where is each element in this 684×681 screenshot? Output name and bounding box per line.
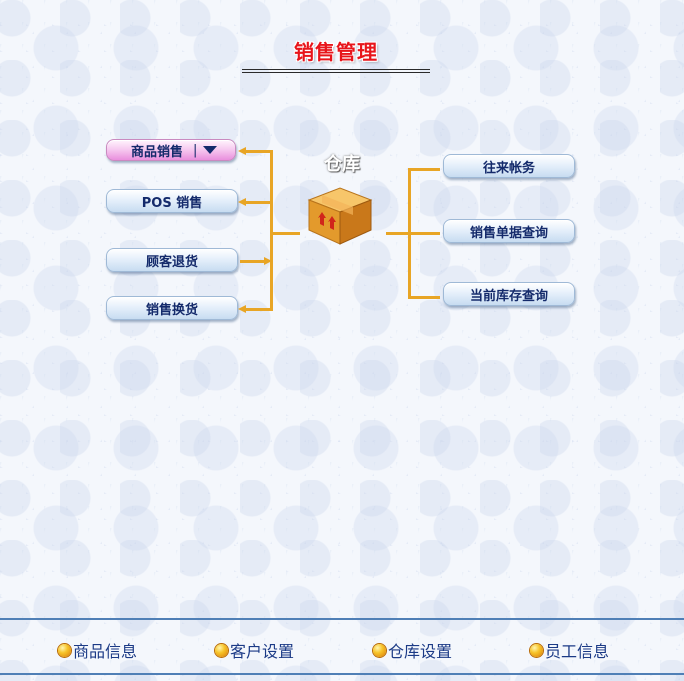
title-underline xyxy=(242,69,430,70)
connector-branch xyxy=(246,308,273,311)
dropdown-arrow-icon[interactable] xyxy=(203,146,218,154)
product-sales-button[interactable]: 商品销售 | xyxy=(106,139,236,161)
inventory-query-button[interactable]: 当前库存查询 xyxy=(443,282,575,306)
connector-branch xyxy=(408,232,440,235)
pos-sales-label: POS 销售 xyxy=(141,195,203,211)
sales-document-query-button[interactable]: 销售单据查询 xyxy=(443,219,575,243)
footer-label: 仓库设置 xyxy=(388,642,453,661)
sales-exchange-label: 销售换货 xyxy=(145,302,198,318)
orb-bullet-icon xyxy=(373,643,386,657)
connector-branch xyxy=(240,260,264,263)
orb-bullet-icon xyxy=(58,643,71,657)
customer-return-button[interactable]: 顾客退货 xyxy=(106,248,238,272)
connector-branch xyxy=(246,150,273,153)
pos-sales-button[interactable]: POS 销售 xyxy=(106,189,238,213)
connector-branch xyxy=(246,201,273,204)
customer-return-label: 顾客退货 xyxy=(145,254,198,270)
footer-customer-settings-link[interactable]: 客户设置 xyxy=(215,638,294,662)
inventory-query-label: 当前库存查询 xyxy=(469,288,548,304)
accounts-button[interactable]: 往来帐务 xyxy=(443,154,575,178)
orb-bullet-icon xyxy=(215,643,228,657)
footer-top-border xyxy=(0,618,684,620)
dropdown-separator: | xyxy=(193,142,198,158)
orb-bullet-icon xyxy=(530,643,543,657)
arrow-left-icon xyxy=(238,147,246,155)
arrow-left-icon xyxy=(238,198,246,206)
footer-product-info-link[interactable]: 商品信息 xyxy=(58,638,137,662)
footer-warehouse-settings-link[interactable]: 仓库设置 xyxy=(373,638,452,662)
right-connector-center xyxy=(386,232,410,235)
title-underline-2 xyxy=(242,72,430,73)
warehouse-label: 仓库 xyxy=(324,154,360,175)
page-title: 销售管理 xyxy=(294,40,378,64)
sales-document-query-label: 销售单据查询 xyxy=(469,225,548,241)
connector-branch xyxy=(408,296,440,299)
product-sales-label: 商品销售 xyxy=(131,144,184,160)
arrow-right-icon xyxy=(264,257,272,265)
footer-label: 客户设置 xyxy=(230,642,295,661)
accounts-label: 往来帐务 xyxy=(482,160,535,176)
footer-label: 员工信息 xyxy=(545,642,610,661)
connector-branch xyxy=(408,168,440,171)
warehouse-box-icon[interactable] xyxy=(305,182,375,248)
arrow-left-icon xyxy=(238,305,246,313)
footer-staff-info-link[interactable]: 员工信息 xyxy=(530,638,609,662)
left-connector-trunk xyxy=(270,150,273,310)
left-connector-center xyxy=(270,232,300,235)
sales-exchange-button[interactable]: 销售换货 xyxy=(106,296,238,320)
footer-bottom-border xyxy=(0,673,684,675)
footer-label: 商品信息 xyxy=(73,642,138,661)
